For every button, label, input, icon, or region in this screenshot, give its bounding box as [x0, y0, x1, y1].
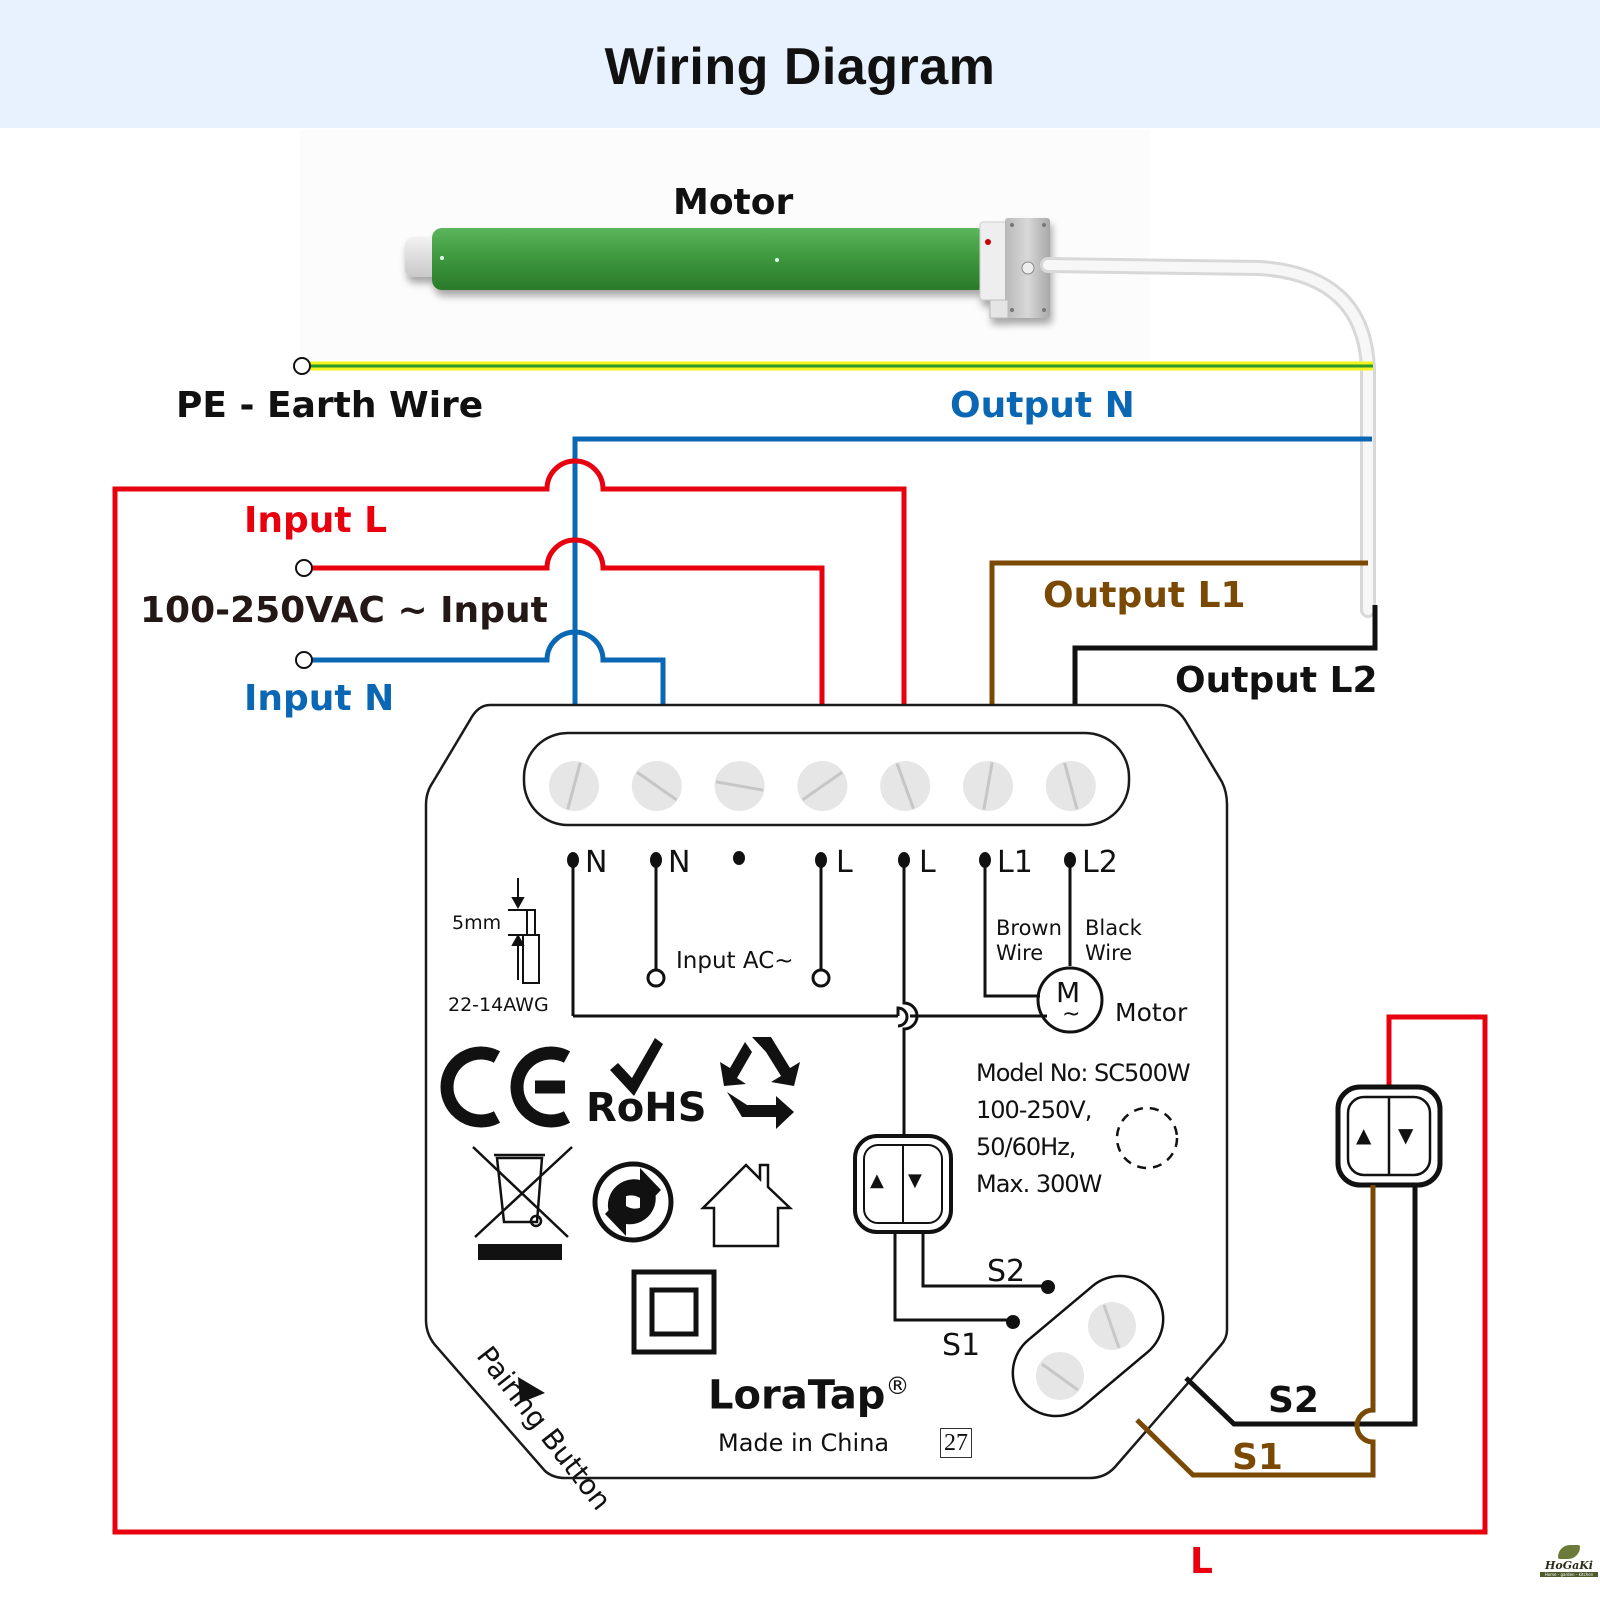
input-n-terminal-icon [295, 651, 313, 669]
screw-slot [982, 762, 994, 810]
motor-symbol-icon: M [1056, 976, 1081, 1009]
made-in-label: Made in China [718, 1429, 890, 1457]
screw-slot [715, 780, 764, 792]
weee-bin-icon [472, 1146, 573, 1260]
motor-label: Motor [673, 182, 794, 223]
input-l-wire [312, 537, 825, 705]
output-l2-label: Output L2 [1175, 660, 1378, 701]
device-s2-label: S2 [987, 1254, 1026, 1289]
rohs-icon: RoHS [586, 1038, 707, 1131]
device-s1-label: S1 [942, 1328, 981, 1363]
switch-terminal-block [1011, 1274, 1165, 1418]
screw-slot [566, 762, 582, 810]
s2-wire [1184, 1185, 1418, 1427]
class-ii-double-square-icon [631, 1269, 717, 1355]
device-motor-label: Motor [1115, 998, 1188, 1027]
pe-terminal-icon [293, 357, 311, 375]
input-l-terminal-icon [295, 559, 313, 577]
screw-slot [801, 771, 843, 801]
strip-length-label: 5mm [452, 912, 502, 934]
device-switch-icon [853, 1134, 953, 1234]
input-ac-label: Input AC~ [676, 948, 794, 974]
power-spec: Max. 300W [976, 1170, 1102, 1198]
terminal-label-n1: N [585, 845, 608, 880]
leaf-house-icon [1558, 1545, 1580, 1559]
output-n-label: Output N [950, 385, 1135, 426]
recycle-icon [720, 1037, 800, 1129]
model-number: Model No: SC500W [976, 1059, 1191, 1087]
live-loop-wire [112, 458, 1488, 1535]
screw-slot [636, 771, 678, 801]
motor-tube [432, 228, 987, 290]
led-indicator-icon [1115, 1106, 1179, 1170]
wall-switch-down-icon[interactable]: ▼ [1398, 1123, 1414, 1147]
watermark-logo: HoGaKi Home - garden - kitchen [1540, 1545, 1598, 1577]
indoor-use-house-icon [699, 1163, 794, 1248]
input-voltage-label: 100-250VAC ~ Input [140, 590, 548, 631]
terminal-screws [549, 761, 1096, 811]
terminal-dots [567, 851, 1076, 1329]
output-l2-wire [1072, 605, 1378, 705]
ce-mark-icon [440, 1046, 571, 1128]
s1-wire [1135, 1185, 1376, 1478]
motor-ac-tilde: ~ [1062, 1002, 1081, 1027]
terminal-label-out-l2: L2 [1082, 845, 1118, 880]
page-title: Wiring Diagram [604, 38, 996, 96]
terminal-label-l1: L [836, 845, 853, 880]
pe-earth-wire [293, 357, 1373, 375]
terminal-label-out-l1: L1 [997, 845, 1033, 880]
code-box: 27 [940, 1428, 972, 1458]
green-dot-icon [592, 1161, 674, 1243]
strip-length-gauge-icon [508, 878, 540, 984]
device-specs: Model No: SC500W 100-250V, 50/60Hz, Max.… [976, 1055, 1191, 1203]
device-switch-up-icon: ▲ [870, 1170, 884, 1191]
screw-slot [895, 762, 915, 810]
s2-wire-label: S2 [1268, 1380, 1319, 1421]
frequency-spec: 50/60Hz, [976, 1133, 1076, 1161]
header-banner [0, 0, 1600, 128]
input-n-label: Input N [244, 678, 395, 719]
tubular-motor [405, 218, 1050, 319]
pairing-arrow-icon [518, 1377, 545, 1403]
voltage-spec: 100-250V, [976, 1096, 1092, 1124]
screw-slot [1063, 762, 1079, 810]
terminal-label-l2: L [919, 845, 936, 880]
input-l-label: Input L [244, 500, 388, 541]
wire-gauge-label: 22-14AWG [448, 994, 549, 1016]
output-l1-label: Output L1 [1043, 575, 1246, 616]
svg-text:RoHS: RoHS [586, 1085, 707, 1131]
pe-earth-label: PE - Earth Wire [176, 385, 484, 426]
internal-schematic [571, 860, 1104, 1322]
input-n-wire [312, 629, 666, 705]
brand-logo: LoraTap® [708, 1372, 910, 1419]
output-l1-wire [989, 560, 1368, 705]
output-n-wire [572, 436, 1372, 705]
terminal-label-n2: N [668, 845, 691, 880]
device-switch-down-icon: ▼ [908, 1170, 922, 1191]
s1-wire-label: S1 [1232, 1437, 1283, 1478]
wall-switch-icon[interactable] [1335, 1084, 1443, 1188]
live-return-label: L [1190, 1541, 1213, 1582]
wall-switch-up-icon[interactable]: ▲ [1356, 1123, 1372, 1147]
